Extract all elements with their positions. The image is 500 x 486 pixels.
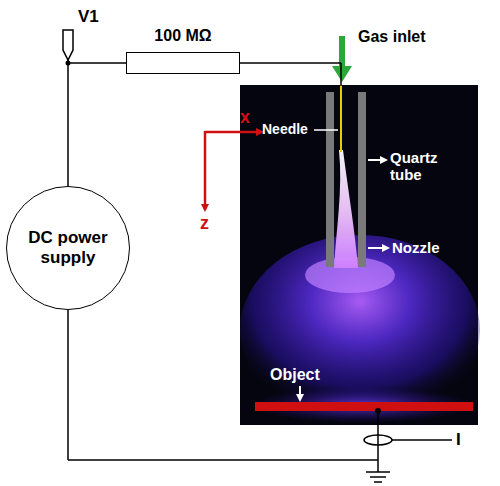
surface-glow <box>252 387 472 423</box>
part-label: Quartz tube <box>390 150 450 183</box>
resistor-symbol: 100 MΩ <box>126 52 240 74</box>
probe-lead <box>392 439 452 441</box>
x-axis-arrow <box>205 131 262 134</box>
current-label: I <box>456 431 461 450</box>
wire <box>68 459 378 461</box>
ground-symbol <box>374 481 382 483</box>
wire <box>240 62 341 64</box>
leader-arrow <box>299 386 301 400</box>
plasma-jet <box>334 150 358 268</box>
part-label: Needle <box>262 122 308 137</box>
needle <box>340 85 342 152</box>
ground-symbol <box>366 471 390 473</box>
voltage-label: V1 <box>78 8 99 27</box>
resistance-value: 100 MΩ <box>127 27 239 45</box>
power-supply-label: DC power supply <box>24 228 112 267</box>
part-label: Object <box>270 366 320 384</box>
object-plate <box>255 402 473 411</box>
wire <box>67 310 69 460</box>
quartz-tube-wall <box>326 92 334 267</box>
junction-dot <box>375 408 381 414</box>
ground-symbol <box>370 476 386 478</box>
power-supply-circle: DC power supply <box>6 186 130 310</box>
gas-inlet-label: Gas inlet <box>358 28 426 46</box>
wire <box>340 63 342 86</box>
gas-inlet-arrowhead <box>332 66 352 82</box>
axis-label: z <box>200 214 209 234</box>
part-label: Nozzle <box>392 240 440 257</box>
leader-line <box>314 129 338 131</box>
wire <box>68 63 126 186</box>
voltage-probe <box>63 30 73 60</box>
z-axis-arrow <box>204 131 207 210</box>
current-probe <box>364 435 392 445</box>
leader-arrow <box>368 159 386 161</box>
quartz-tube-wall <box>358 92 366 267</box>
ground-wire <box>377 411 379 472</box>
axis-label: x <box>240 108 250 128</box>
leader-arrow <box>368 247 388 249</box>
